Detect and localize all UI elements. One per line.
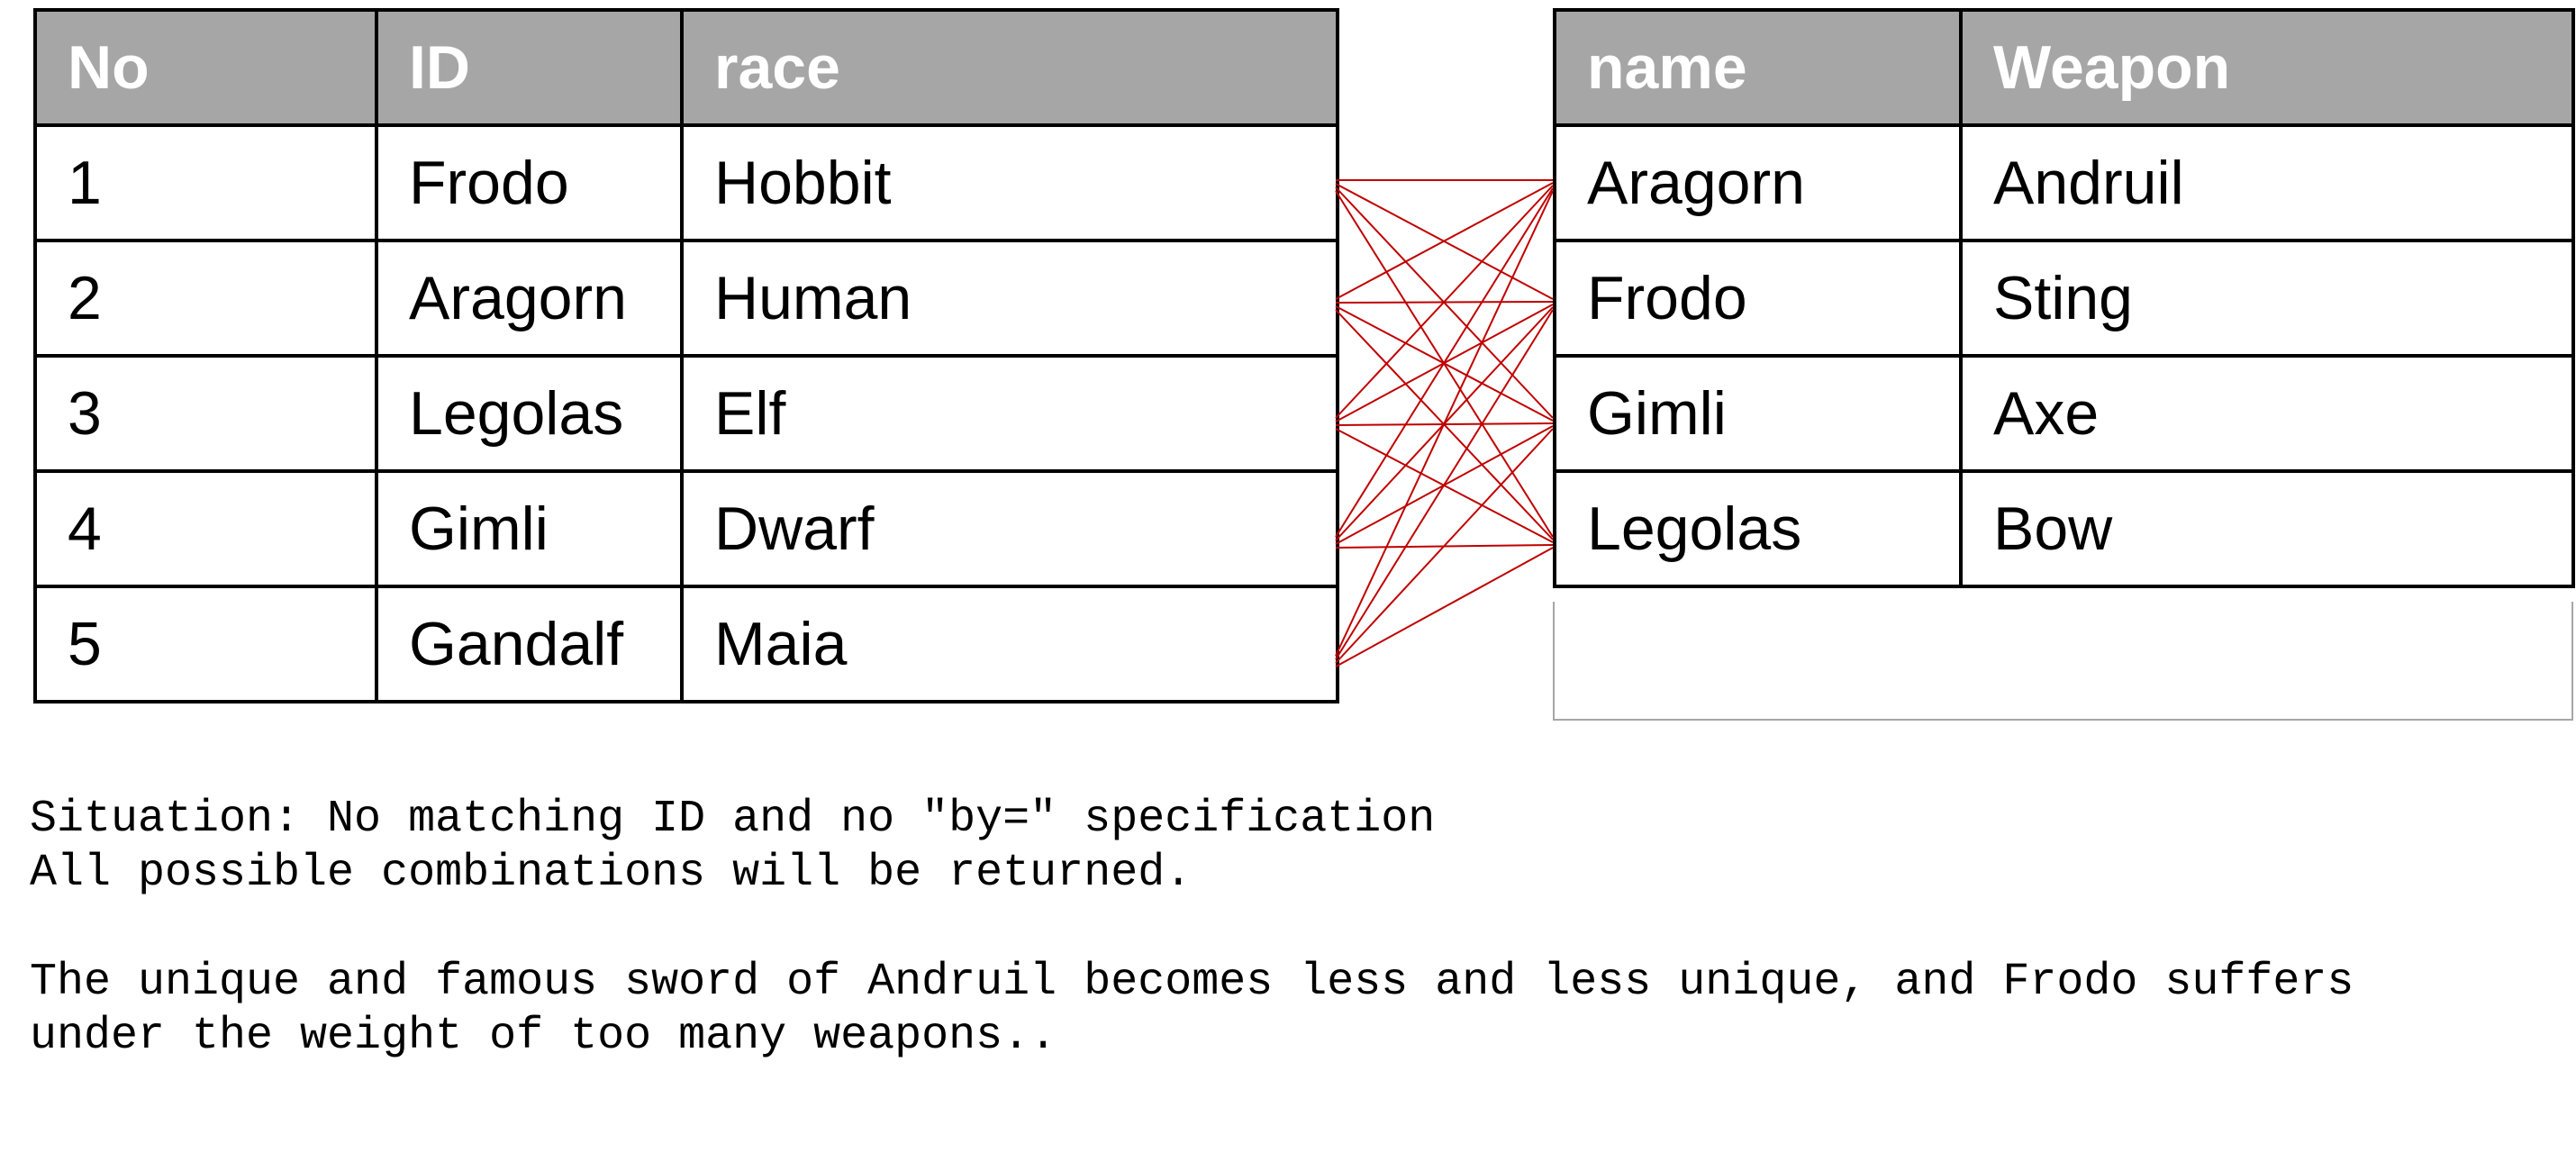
header-no: No [33,8,378,127]
cell: Sting [1959,239,2575,358]
note-line-2: All possible combinations will be return… [30,848,1193,899]
cell: Human [680,239,1339,358]
join-line [1335,182,1554,300]
cell: Axe [1959,354,2575,473]
cell: Maia [680,585,1339,704]
header-row: name Weapon [1553,8,2575,127]
header-row: No ID race [33,8,1339,127]
cell: Hobbit [680,123,1339,242]
empty-row-area [1553,602,2573,721]
cell: 4 [33,469,378,588]
cell: Gimli [1553,354,1963,473]
cell: 2 [33,239,378,358]
join-line [1335,187,1554,538]
cell: Elf [680,354,1339,473]
cell: Frodo [1553,239,1963,358]
note-line-3: The unique and famous sword of Andruil b… [30,957,2354,1008]
cell: Bow [1959,469,2575,588]
header-name: name [1553,8,1963,127]
cell: Gandalf [375,585,684,704]
cell: Legolas [1553,469,1963,588]
note-line-1: Situation: No matching ID and no "by=" s… [30,794,1436,845]
cell: 1 [33,123,378,242]
cell: Legolas [375,354,684,473]
cell: Andruil [1959,123,2575,242]
cell: Aragorn [1553,123,1963,242]
header-weapon: Weapon [1959,8,2575,127]
cell: Aragorn [375,239,684,358]
cell: 5 [33,585,378,704]
join-line [1335,547,1554,667]
join-line [1335,185,1554,419]
cell: Gimli [375,469,684,588]
cell: 3 [33,354,378,473]
note-line-4: under the weight of too many weapons.. [30,1011,1057,1062]
header-race: race [680,8,1339,127]
cell: Frodo [375,123,684,242]
join-line [1335,309,1554,660]
join-line [1335,428,1554,664]
cell: Dwarf [680,469,1339,588]
header-id: ID [375,8,684,127]
join-line [1335,190,1554,657]
